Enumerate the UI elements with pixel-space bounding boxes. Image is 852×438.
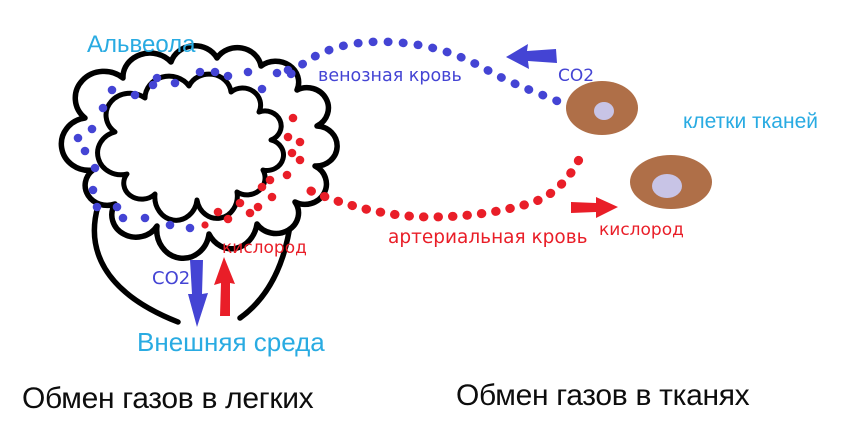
alveola-label: Альвеола xyxy=(87,31,196,58)
caption-gas-exchange-lungs: Обмен газов в легких xyxy=(22,382,314,415)
co2-bottom-label: CO2 xyxy=(152,268,190,289)
alveola-inner-cloud xyxy=(95,71,286,223)
tissue-cell-lower-nucleus xyxy=(652,174,682,198)
co2-dots-ring xyxy=(73,65,293,233)
co2-top-label: CO2 xyxy=(558,66,594,86)
tissue-cells-label: клетки тканей xyxy=(683,110,818,133)
co2-down-arrow-icon xyxy=(188,260,208,327)
oxygen-dots-ring xyxy=(201,113,305,229)
caption-gas-exchange-tissues: Обмен газов в тканях xyxy=(456,379,750,412)
arterial-blood-dotted-path xyxy=(306,146,588,222)
arterial-blood-label: артериальная кровь xyxy=(388,227,588,248)
co2-left-arrow-icon xyxy=(506,44,557,69)
tissue-cell-upper-nucleus xyxy=(594,102,614,120)
oxygen-up-arrow-icon xyxy=(214,257,235,316)
venous-blood-label: венозная кровь xyxy=(318,66,462,86)
lung-funnel-left-line xyxy=(91,203,181,325)
oxygen-right-arrow-icon xyxy=(571,197,618,218)
venous-blood-dotted-path xyxy=(286,37,569,109)
oxygen-mid-label: кислород xyxy=(222,238,307,258)
external-environment-label: Внешняя среда xyxy=(137,327,325,357)
oxygen-right-label: кислород xyxy=(599,220,684,240)
